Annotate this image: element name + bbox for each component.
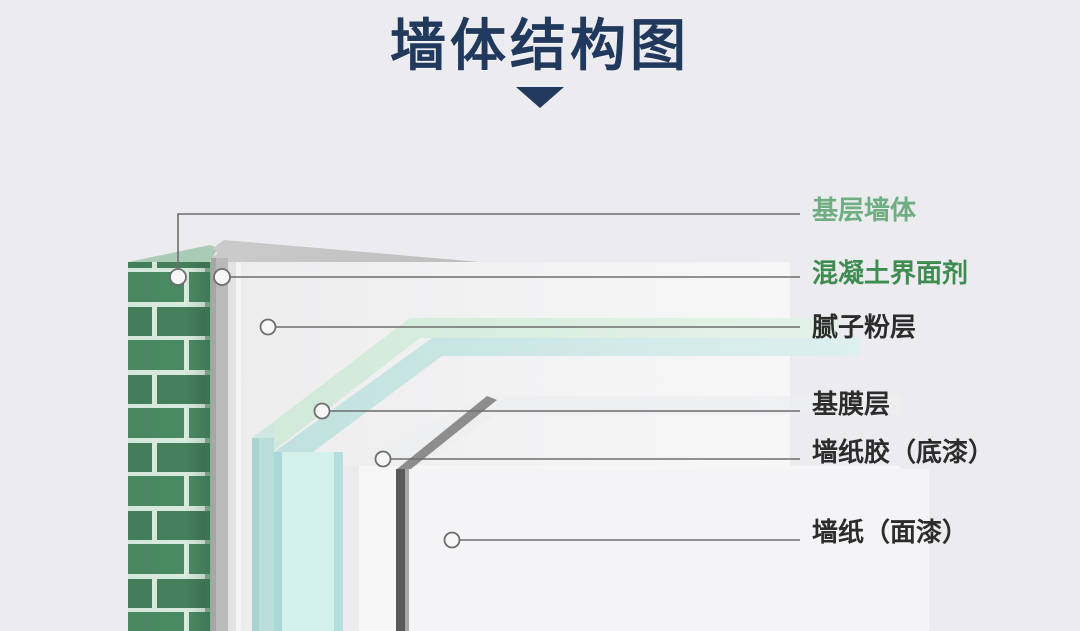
base-film-layer [252, 318, 840, 631]
glue-face [274, 452, 342, 631]
wallpaper-bevel [397, 396, 497, 473]
glue-edge [274, 452, 282, 631]
wallpaper-front-surface [409, 469, 929, 631]
putty-edge-strip [228, 262, 239, 631]
marker-concrete [213, 268, 231, 286]
label-wallpaper-glue: 墙纸胶（底漆） [812, 438, 995, 468]
label-wallpaper: 墙纸（面漆） [812, 518, 969, 548]
wallpaper-dark-edge [396, 469, 405, 631]
leader-lines-group [177, 213, 800, 541]
label-concrete-interface: 混凝土界面剂 [812, 259, 969, 289]
wallpaper-layer [343, 396, 929, 631]
wallpaper-glue-layer [274, 338, 860, 631]
brick-wall-top-bevel [128, 245, 218, 262]
concrete-corner-bevel [211, 247, 228, 258]
marker-base-wall [169, 268, 187, 286]
brick-wall-side [205, 262, 213, 631]
putty-edge-highlight [236, 262, 241, 631]
marker-wallpaper [443, 531, 461, 549]
marker-base-film [313, 402, 331, 420]
wallpaper-top-plane [343, 396, 900, 478]
marker-putty [259, 318, 277, 336]
label-putty-powder: 腻子粉层 [812, 313, 917, 343]
base-film-slab-edge [252, 438, 259, 631]
base-film-corner [252, 425, 274, 438]
leader-line-base-wall [177, 213, 800, 277]
glue-edge-right [334, 452, 343, 631]
glue-top-plane [274, 338, 860, 466]
brick-wall-group [128, 245, 218, 631]
concrete-front-edge [211, 258, 216, 631]
marker-glue [374, 450, 392, 468]
label-base-wall: 基层墙体 [812, 196, 917, 226]
brick-wall-shading [128, 262, 210, 631]
wallpaper-left-strip [343, 466, 359, 631]
wallpaper-dark-edge-soft [405, 469, 409, 631]
base-film-top-plane [252, 318, 840, 452]
leader-markers-group [169, 268, 461, 549]
label-base-film: 基膜层 [812, 390, 891, 420]
